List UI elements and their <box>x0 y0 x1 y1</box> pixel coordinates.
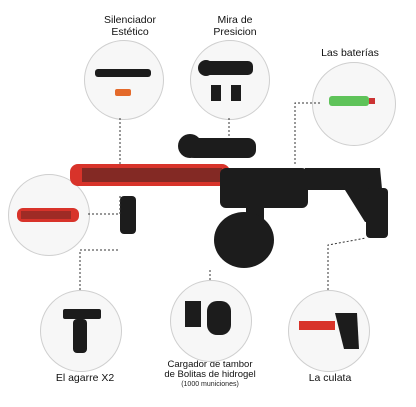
silencer-label: Silenciador Estético <box>104 14 156 38</box>
grip-callout <box>40 290 122 372</box>
drum-magazine-label: Cargador de tambor de Bolitas de hidroge… <box>164 359 256 380</box>
barrel-icon <box>17 208 79 222</box>
magazine-callout <box>170 280 252 362</box>
stock-icon <box>299 313 359 349</box>
scope-callout <box>190 40 270 120</box>
stock-label: La culata <box>308 372 352 384</box>
silencer-icon <box>95 69 151 96</box>
magazine-icon <box>185 301 231 335</box>
barrel-callout <box>8 174 90 256</box>
battery-icon <box>329 96 375 106</box>
grip-label: El agarre X2 <box>55 372 115 384</box>
scope-icon <box>198 60 253 101</box>
drum-capacity-label: (1000 municiones) <box>181 381 239 388</box>
silencer-callout <box>84 40 164 120</box>
battery-callout <box>312 62 396 146</box>
batteries-label: Las baterías <box>321 47 379 59</box>
stock-callout <box>288 290 370 372</box>
scope-label: Mira de Presicion <box>213 14 257 38</box>
grip-icon <box>63 309 101 353</box>
